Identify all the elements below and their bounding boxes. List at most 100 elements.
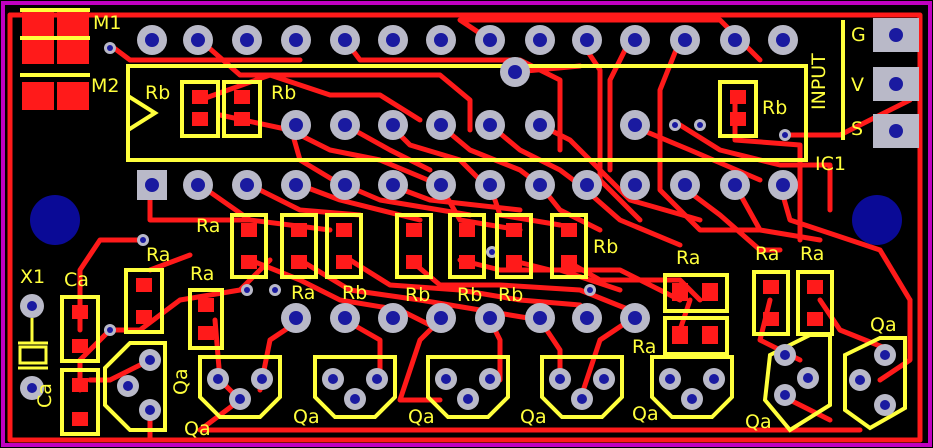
smd-pad [198,326,214,340]
label-ra: Ra [291,282,316,304]
pad-hole [191,33,205,47]
smd-pad [506,223,522,237]
via-hole [244,287,250,293]
label-ic1: IC1 [815,153,846,175]
resistor-footprint [222,80,262,138]
label-rb: Rb [498,284,524,306]
transistor-pad-hole [145,405,155,415]
smd-pad [291,223,307,237]
label-m2: M2 [91,75,120,97]
smd-pad [672,326,688,344]
pad-hole [628,178,642,192]
label-qa: Qa [170,368,192,395]
transistor-footprints [103,333,907,433]
smd-pad [506,255,522,269]
transistor-outline [103,341,167,432]
transistor-pad-hole [372,374,382,384]
smd-pad [241,255,257,269]
label-qa: Qa [632,403,659,425]
pad-hole [533,178,547,192]
pad-hole [434,33,448,47]
pad-hole [483,178,497,192]
mount-hole-left [30,195,80,245]
resistor-footprint [495,213,533,279]
label-ra: Ra [755,243,780,265]
smd-pad [406,255,422,269]
pad-hole [338,178,352,192]
pad-hole [338,118,352,132]
label-qa: Qa [520,406,547,428]
smd-pad [702,326,718,344]
label-ra: Ra [190,263,215,285]
transistor-pad-hole [855,375,865,385]
x1-crystal [18,318,48,370]
through-hole-pads [137,25,798,333]
label-pin-g: G [851,24,866,46]
transistor-outline [540,355,624,419]
transistor-pad-hole [780,390,790,400]
transistor-pad-hole [463,394,473,404]
resistor-footprint [752,270,790,336]
transistor-pad-hole [235,394,245,404]
smd-footprints [20,80,834,436]
resistor-footprint [180,80,220,138]
x1-pad-hole [27,301,37,311]
transistor-pad-hole [803,373,813,383]
label-ra: Ra [196,215,221,237]
smd-pad [763,312,779,326]
transistor-pad-hole [485,374,495,384]
via-hole [587,287,593,293]
smd-pad [702,283,718,301]
smd-pad [807,280,823,294]
transistor-pad-hole [665,374,675,384]
smd-pad [72,378,88,392]
pad-hole [580,311,594,325]
pad-hole [386,33,400,47]
smd-pad [730,90,746,104]
pad-hole [289,118,303,132]
label-ra: Ra [632,336,657,358]
resistor-footprint [188,288,224,350]
transistor-pad-hole [123,381,133,391]
transistor-outline [426,355,510,419]
label-qa: Qa [408,406,435,428]
resistor-footprint [60,368,100,436]
pad-hole [533,311,547,325]
via-hole [672,122,678,128]
label-rb: Rb [593,236,619,258]
label-qa: Qa [745,411,772,433]
resistor-footprint [230,213,268,279]
smd-pad [730,112,746,126]
label-qa: Qa [870,314,897,336]
pad-hole [289,311,303,325]
smd-pad [136,278,152,292]
label-rb: Rb [762,97,788,119]
label-ra: Ra [676,247,701,269]
pad-hole [678,33,692,47]
smd-pad [459,223,475,237]
via-hole [782,132,788,138]
pad-hole [776,178,790,192]
smd-pad [672,283,688,301]
pad-hole [508,65,522,79]
smd-pad [198,298,214,312]
label-ra: Ra [800,243,825,265]
smd-pad [192,112,208,126]
smd-pad [241,223,257,237]
label-pin-v: V [851,74,864,96]
transistor-pad-hole [555,374,565,384]
via-hole [140,237,146,243]
pad-hole [434,118,448,132]
pad-hole [240,33,254,47]
resistor-footprint [325,213,363,279]
smd-pad [234,112,250,126]
transistor-pad-hole [880,400,890,410]
label-x1: X1 [20,266,46,288]
via-hole [489,249,495,255]
label-rb: Rb [405,284,431,306]
pad-hole [483,33,497,47]
resistor-footprint [448,213,486,279]
via-hole [272,287,278,293]
pad-hole [728,178,742,192]
